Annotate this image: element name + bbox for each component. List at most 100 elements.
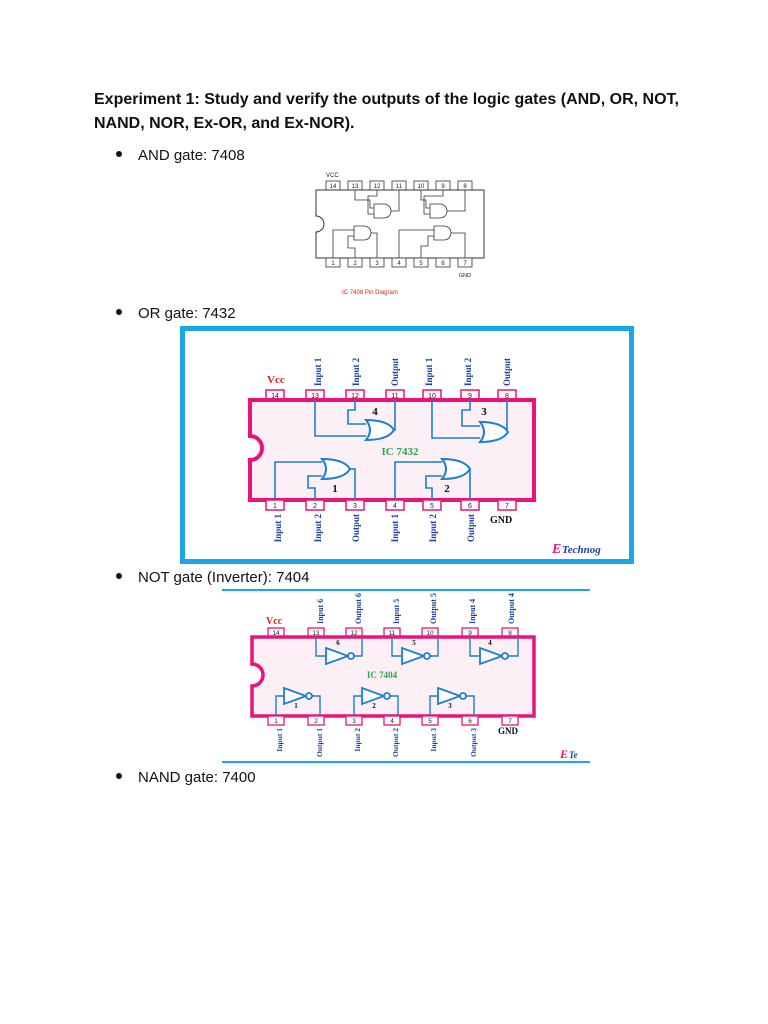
bullet-or-gate-label: OR gate: 7432: [138, 305, 236, 322]
ic7432-bottom-pin-numbers: 1 2 3 4 5 6 7: [273, 503, 509, 510]
ic7404-brand-mark: E: [559, 747, 568, 761]
pin-label: Input 1: [275, 728, 284, 752]
ic7408-bottom-pin-numbers: 1 2 3 4 5 6 7: [331, 261, 467, 267]
bullet-or-gate: OR gate: 7432: [116, 304, 236, 324]
bullet-dot-icon: [116, 773, 122, 780]
gate-num: 4: [372, 406, 378, 418]
pin-num: 9: [468, 393, 472, 400]
gate-num: 2: [372, 702, 376, 710]
pin-label: Output 1: [315, 728, 324, 757]
ic7408-gnd-label: GND: [459, 273, 471, 279]
bullet-dot-icon: [116, 151, 122, 158]
pin-num: 11: [391, 393, 398, 400]
ic7432-vcc-label: Vcc: [267, 374, 285, 386]
ic7404-top-pins: [267, 627, 519, 638]
pin-num: 9: [468, 630, 472, 637]
pin-num: 13: [352, 184, 359, 190]
pin-num: 5: [430, 503, 434, 510]
pin-num: 13: [312, 630, 320, 637]
bullet-dot-icon: [116, 309, 122, 316]
gate-num: 4: [488, 639, 492, 647]
ic7408-vcc-label: VCC: [326, 173, 339, 179]
bullet-not-gate: NOT gate (Inverter): 7404: [116, 568, 309, 588]
pin-num: 4: [397, 261, 401, 267]
pin-num: 4: [390, 718, 394, 725]
ic7408-chip-body: [315, 189, 485, 259]
pin-label: Input 2: [351, 357, 361, 386]
experiment-heading: Experiment 1: Study and verify the outpu…: [94, 91, 679, 132]
pin-label: Input 2: [313, 514, 323, 543]
ic7404-chip-label: IC 7404: [367, 670, 398, 680]
pin-num: 12: [350, 630, 358, 637]
ic7404-pin-diagram: Vcc Input 6 Output 6 Input 5 Output 5 In…: [222, 589, 590, 763]
ic7408-top-pin-numbers: 14 13 12 11 10 9 8: [330, 184, 468, 190]
ic7408-caption: IC 7408 Pin Diagram: [342, 290, 398, 296]
gate-num: 1: [332, 483, 338, 495]
pin-num: 6: [468, 503, 472, 510]
ic7432-brand: Technog: [562, 544, 601, 556]
pin-num: 8: [463, 184, 467, 190]
pin-label: Input 2: [463, 357, 473, 386]
ic7432-top-pin-numbers: 14 13 12 11 10 9 8: [271, 393, 509, 400]
pin-num: 1: [331, 261, 335, 267]
ic7432-gnd-label: GND: [490, 515, 512, 526]
pin-num: 3: [352, 718, 356, 725]
pin-num: 11: [396, 184, 403, 190]
pin-label: Input 4: [468, 599, 477, 624]
pin-num: 5: [419, 261, 423, 267]
ic7432-brand-mark: E: [551, 542, 561, 557]
pin-num: 9: [441, 184, 445, 190]
pin-label: Output: [502, 358, 512, 386]
bullet-dot-icon: [116, 573, 122, 580]
ic7404-top-pin-numbers: 14 13 12 11 10 9 8: [272, 630, 512, 637]
pin-label: Input 1: [273, 514, 283, 543]
ic7432-bottom-labels: Input 1 Input 2 Output Input 1 Input 2 O…: [273, 514, 476, 543]
gate-num: 6: [336, 639, 340, 647]
pin-num: 6: [468, 718, 472, 725]
pin-num: 2: [314, 718, 318, 725]
pin-label: Output: [466, 514, 476, 542]
pin-num: 2: [313, 503, 317, 510]
bullet-and-gate-label: AND gate: 7408: [138, 147, 245, 164]
pin-num: 14: [271, 393, 279, 400]
ic7404-gnd-label: GND: [498, 726, 519, 736]
pin-num: 8: [505, 393, 509, 400]
pin-label: Output 6: [354, 593, 363, 624]
bullet-nand-gate-label: NAND gate: 7400: [138, 769, 256, 786]
pin-num: 1: [274, 718, 278, 725]
pin-num: 8: [508, 630, 512, 637]
pin-label: Input 2: [353, 728, 362, 752]
gate-num: 1: [294, 702, 298, 710]
ic7404-top-labels: Input 6 Output 6 Input 5 Output 5 Input …: [316, 593, 516, 624]
ic7408-gates: [332, 190, 466, 258]
pin-num: 13: [311, 393, 319, 400]
pin-num: 10: [428, 393, 436, 400]
pin-num: 5: [428, 718, 432, 725]
pin-num: 1: [273, 503, 277, 510]
bullet-not-gate-label: NOT gate (Inverter): 7404: [138, 569, 310, 586]
ic7432-bottom-pins: [265, 499, 517, 511]
pin-num: 3: [375, 261, 379, 267]
pin-num: 11: [389, 630, 396, 637]
ic7404-bottom-pins: [267, 715, 519, 726]
pin-num: 7: [508, 718, 512, 725]
ic7404-not-gates: [283, 646, 509, 706]
ic7432-or-gates: [319, 418, 510, 481]
pin-label: Output: [351, 514, 361, 542]
ic7432-pin-diagram: Vcc Input 1 Input 2 Output Input 1 Input…: [180, 326, 634, 564]
pin-num: 3: [353, 503, 357, 510]
pin-num: 12: [351, 393, 359, 400]
pin-label: Input 1: [424, 357, 434, 386]
gate-num: 3: [481, 406, 487, 418]
pin-num: 12: [374, 184, 381, 190]
pin-label: Output 4: [507, 593, 516, 624]
pin-num: 14: [272, 630, 280, 637]
gate-num: 5: [412, 639, 416, 647]
pin-num: 7: [505, 503, 509, 510]
ic7432-gate-numbers: 4 3 1 2: [332, 406, 487, 495]
pin-num: 4: [393, 503, 397, 510]
pin-label: Input 5: [392, 599, 401, 624]
pin-num: 7: [463, 261, 467, 267]
ic7408-top-pins: [325, 180, 473, 191]
pin-label: Output 2: [391, 728, 400, 757]
